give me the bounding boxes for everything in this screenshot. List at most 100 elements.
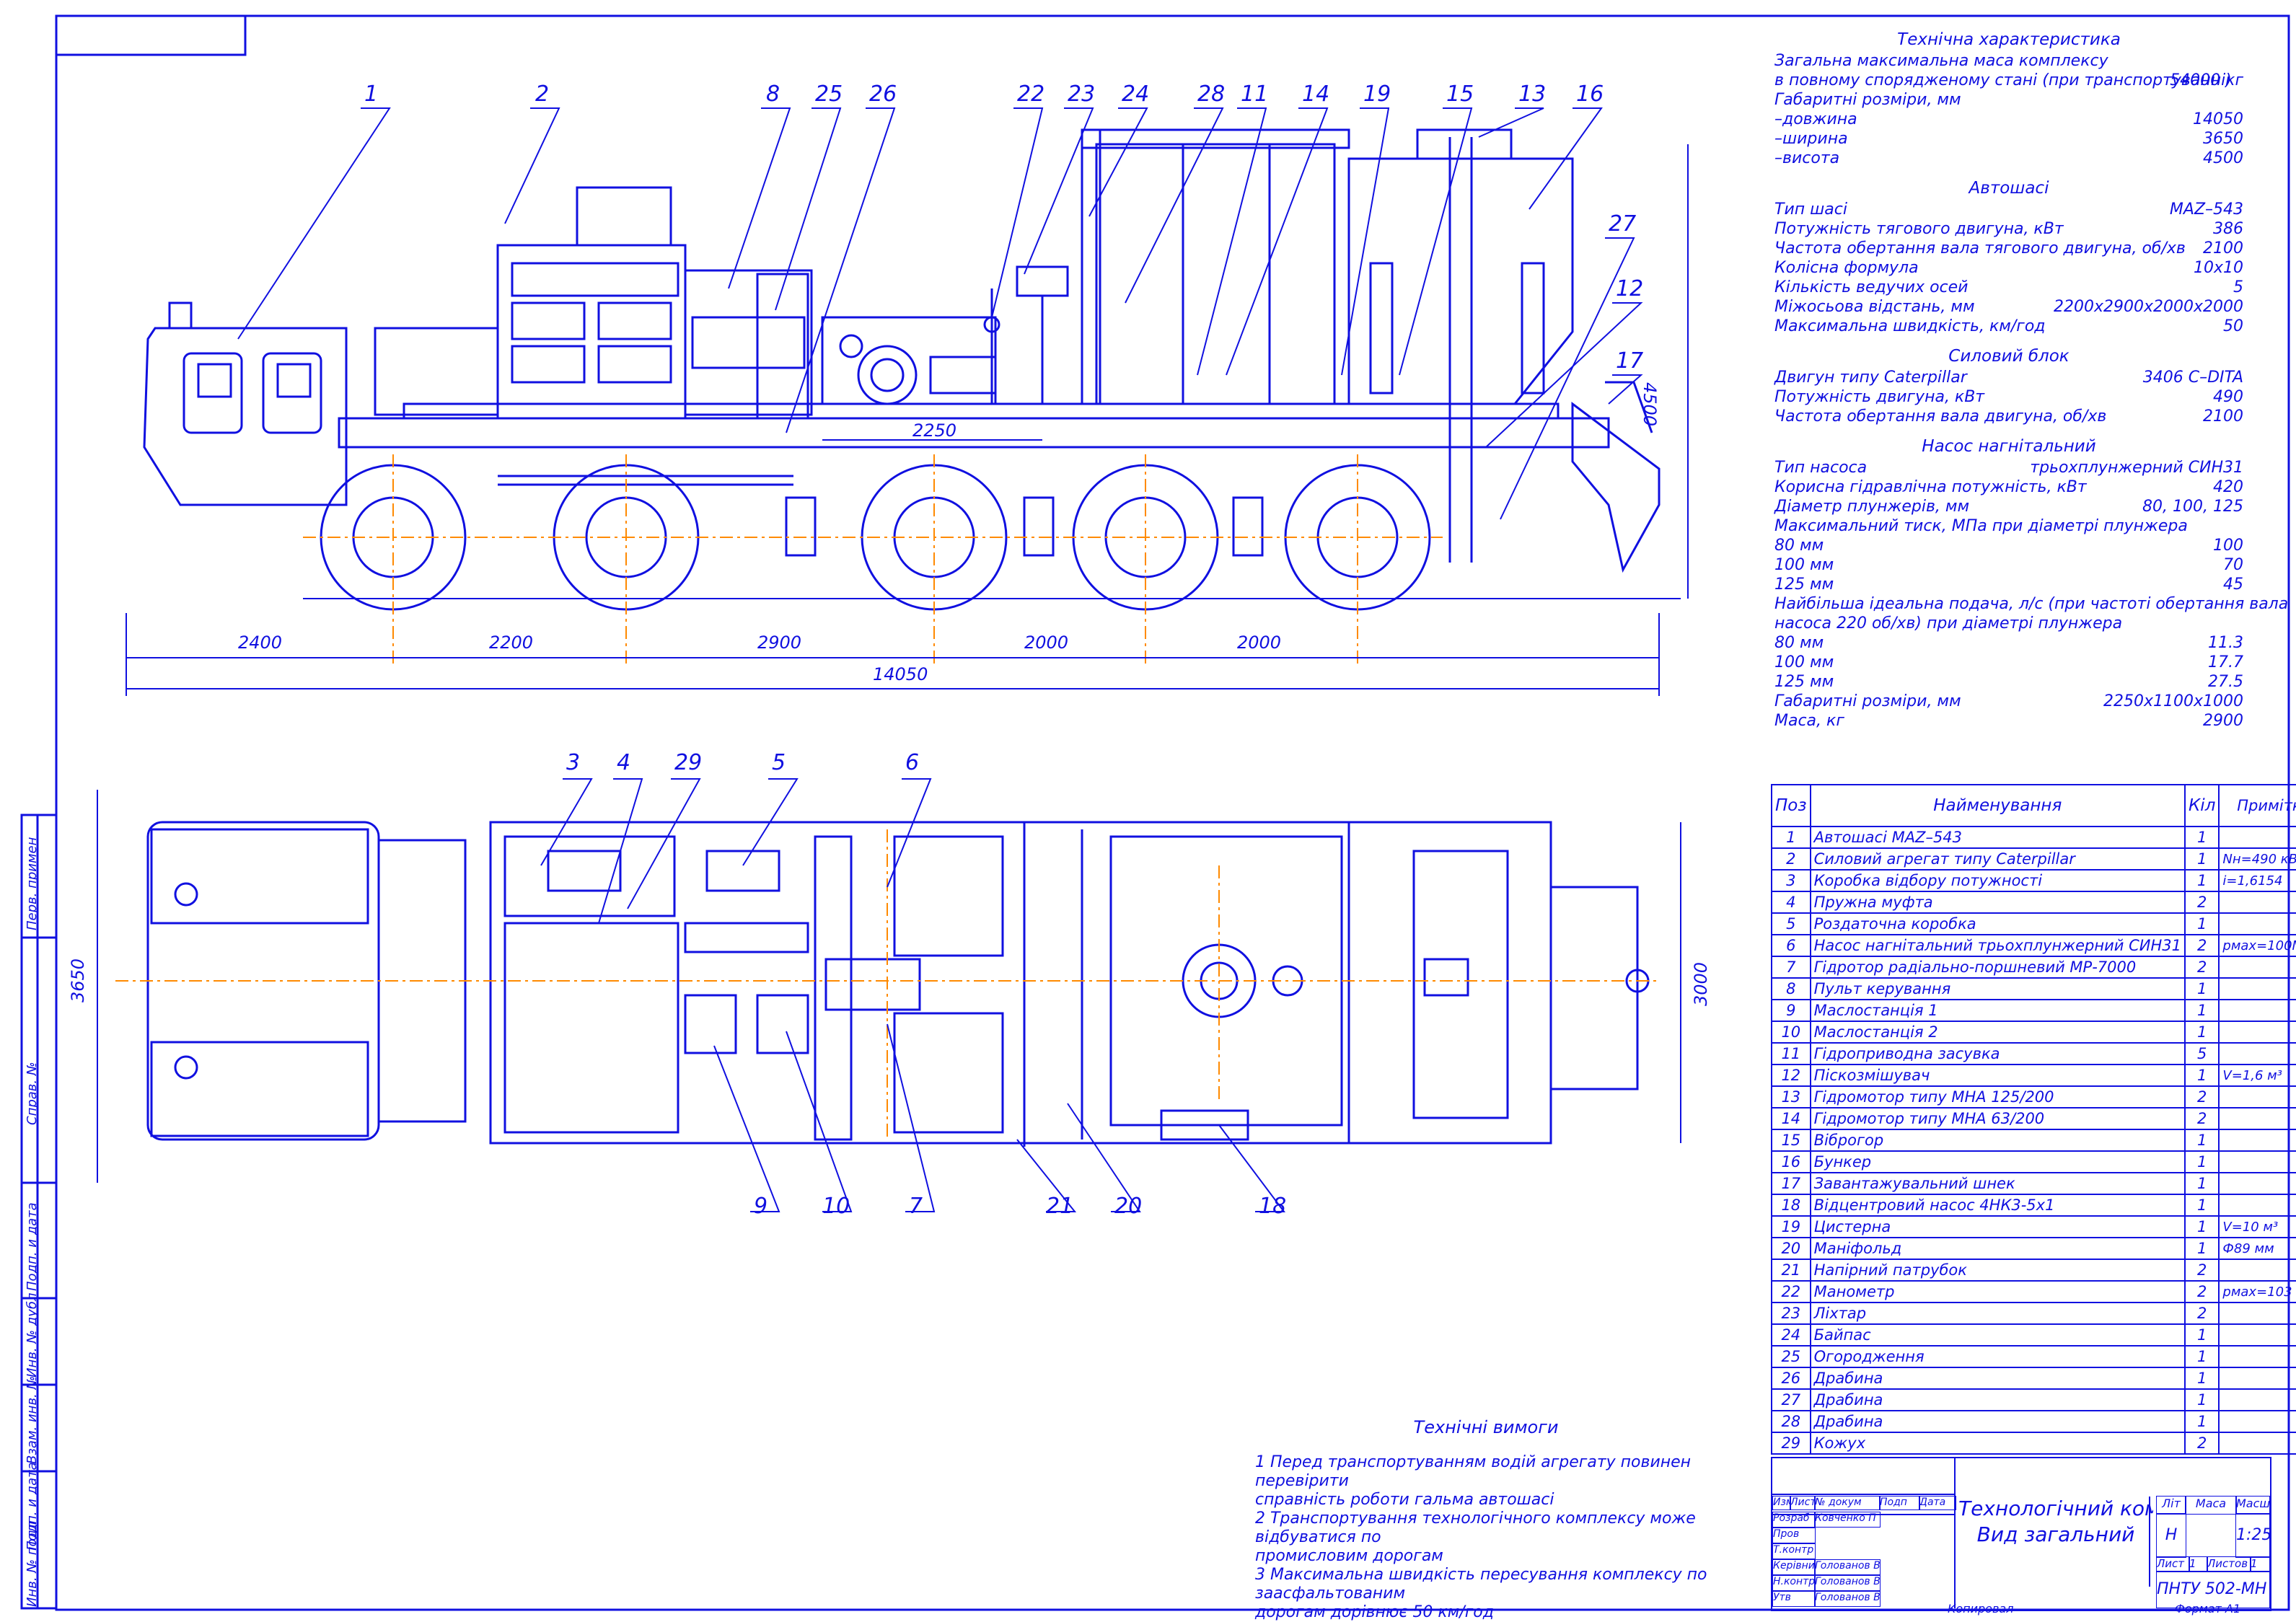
part-name: Віброгор: [1809, 1129, 2186, 1152]
part-qty: 2: [2183, 956, 2220, 979]
part-note: [2218, 977, 2296, 1000]
part-pos: 9: [1771, 999, 1811, 1022]
tb-hdr-date: Дата: [1919, 1496, 1956, 1510]
side-stamp-2: Справ. №: [25, 1062, 40, 1125]
spec-value: 4500: [2203, 149, 2243, 167]
technical-requirements: Технічні вимоги 1 Перед транспортуванням…: [1255, 1417, 1760, 1622]
spec-label: Маса, кг: [1774, 712, 1844, 730]
spec-value: 50: [2223, 317, 2243, 335]
callout-17: 17: [1616, 348, 1644, 374]
tb-sheets-no: 1: [2250, 1556, 2270, 1572]
part-note: Ф89 мм: [2218, 1237, 2296, 1260]
part-qty: 2: [2183, 1085, 2220, 1108]
part-pos: 6: [1771, 934, 1811, 957]
part-qty: 1: [2183, 826, 2220, 849]
part-name: Гідромотор типу МНА 125/200: [1809, 1085, 2186, 1108]
callout-12: 12: [1616, 276, 1644, 301]
callout-4: 4: [617, 750, 631, 775]
tb-copied: Копировал: [1948, 1602, 2014, 1616]
part-name: Напірний патрубок: [1809, 1259, 2186, 1282]
spec-label: Діаметр плунжерів, мм: [1774, 498, 1970, 516]
spec-row: Діаметр плунжерів, мм 80, 100, 125: [1774, 498, 2243, 517]
part-pos: 18: [1771, 1194, 1811, 1217]
dim-2900: 2900: [757, 633, 802, 653]
part-qty: 1: [2183, 1150, 2220, 1173]
part-note: [2218, 1388, 2296, 1411]
part-note: [2218, 1021, 2296, 1044]
part-name: Гідроприводна засувка: [1809, 1042, 2186, 1065]
spec-label: 80 мм: [1774, 537, 1824, 555]
spec-value: MAZ–543: [2169, 200, 2243, 219]
part-pos: 25: [1771, 1345, 1811, 1368]
part-qty: 1: [2183, 1194, 2220, 1217]
part-note: V=10 м³: [2218, 1215, 2296, 1238]
part-name: Огородження: [1809, 1345, 2186, 1368]
dim-2000b: 2000: [1237, 633, 1282, 653]
dim-pump-length: 2250: [912, 420, 957, 441]
callout-29: 29: [674, 750, 703, 775]
spec-label: Корисна гідравлічна потужність, кВт: [1774, 478, 2087, 496]
part-pos: 17: [1771, 1172, 1811, 1195]
tb-name-head: Голованов В.П.: [1814, 1559, 1881, 1575]
part-qty: 2: [2183, 1302, 2220, 1325]
callout-16: 16: [1576, 81, 1604, 107]
spec-label: Габаритні розміри, мм: [1774, 692, 1961, 710]
tb-sheet: Лист: [2156, 1556, 2190, 1572]
part-qty: 2: [2183, 1107, 2220, 1130]
spec-label: Частота обертання вала двигуна, об/хв: [1774, 407, 2107, 426]
part-note: pмах=103 МПа: [2218, 1280, 2296, 1303]
spec-value: 11.3: [2208, 634, 2243, 652]
spec-label: Тип шасі: [1774, 200, 1847, 219]
part-qty: 1: [2183, 977, 2220, 1000]
dim-overall-length: 14050: [873, 664, 928, 684]
part-note: [2218, 1150, 2296, 1173]
part-name: Пружна муфта: [1809, 891, 2186, 914]
parts-header-qty: Кіл: [2183, 784, 2220, 827]
callout-1: 1: [364, 81, 379, 107]
part-pos: 4: [1771, 891, 1811, 914]
side-stamp-5: Взам. инв. №: [25, 1375, 40, 1464]
dim-tank-width: 3000: [1691, 961, 1711, 1006]
callout-26: 26: [869, 81, 897, 107]
part-note: [2218, 1432, 2296, 1455]
spec-value: 27.5: [2208, 673, 2243, 691]
part-name: Завантажувальний шнек: [1809, 1172, 2186, 1195]
spec-label: 125 мм: [1774, 673, 1834, 691]
part-pos: 19: [1771, 1215, 1811, 1238]
part-qty: 5: [2183, 1042, 2220, 1065]
part-note: V=1,6 м³: [2218, 1064, 2296, 1087]
tb-mass: Маса: [2185, 1496, 2237, 1515]
part-note: [2218, 826, 2296, 849]
tb-name-approve: Голованов В.П.: [1814, 1591, 1881, 1607]
part-pos: 27: [1771, 1388, 1811, 1411]
spec-label: –ширина: [1774, 130, 1848, 148]
top-left-stamp: [55, 14, 247, 56]
tb-role-tcontrol: Т.контр: [1772, 1543, 1816, 1559]
tb-hdr-izm: Изм: [1772, 1496, 1791, 1510]
part-pos: 20: [1771, 1237, 1811, 1260]
spec-label: Кількість ведучих осей: [1774, 278, 1969, 296]
side-stamp-frame: [20, 814, 58, 1610]
part-note: i=1,6154: [2218, 869, 2296, 892]
part-name: Ліхтар: [1809, 1302, 2186, 1325]
tb-title-line2: Вид загальний: [1976, 1522, 2135, 1546]
spec-value: 80, 100, 125: [2142, 498, 2243, 516]
